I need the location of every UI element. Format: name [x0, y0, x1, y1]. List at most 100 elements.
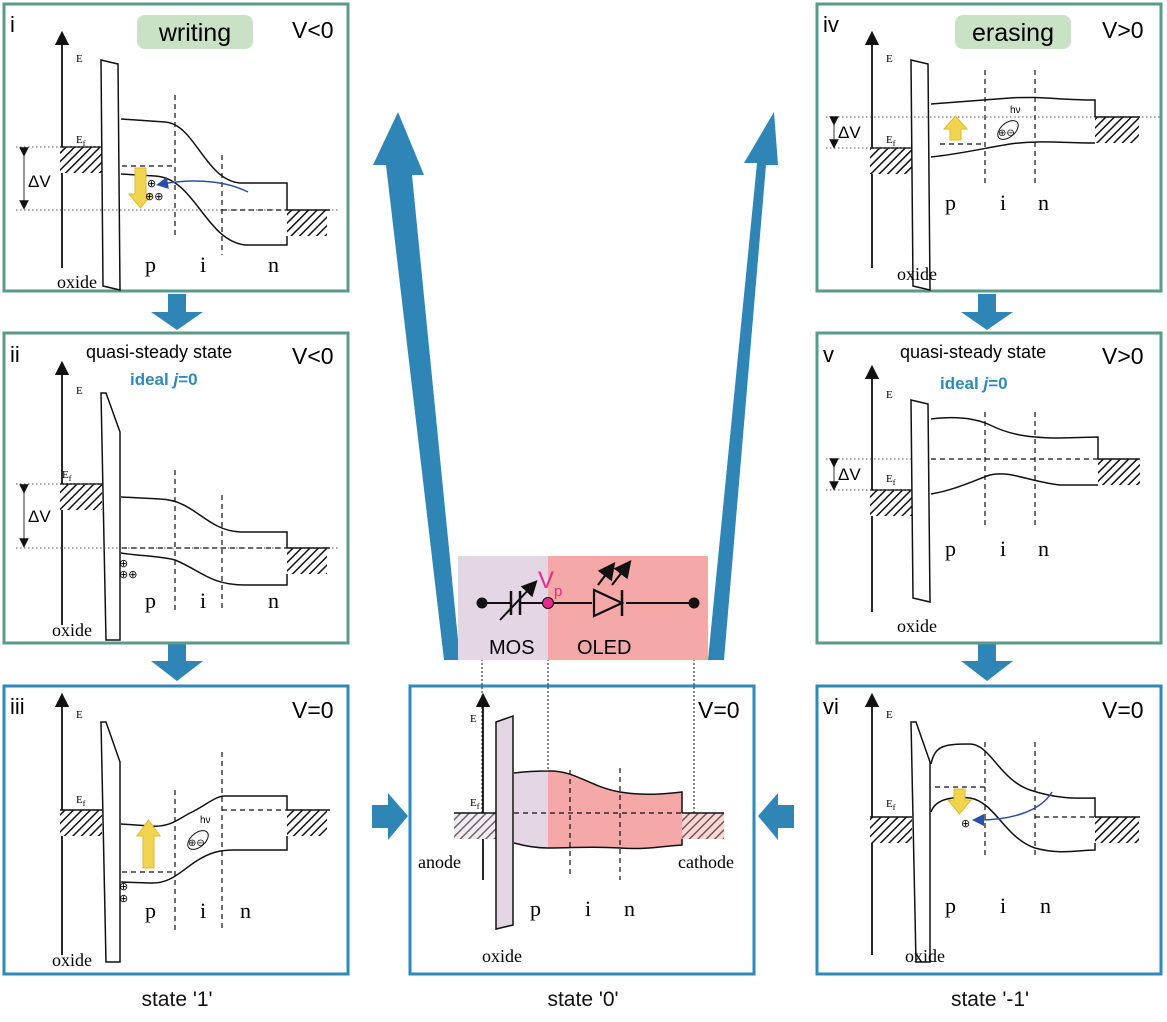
holes: ⊕ [147, 178, 156, 190]
erasing-label: erasing [972, 19, 1054, 47]
anode-node [476, 597, 488, 609]
conduction-band [120, 118, 288, 210]
metal-contact [870, 490, 912, 516]
holes: ⊕⊕ [119, 569, 137, 581]
down-arrow-iv-v [961, 294, 1013, 330]
cathode-contact [1095, 117, 1139, 143]
transition-arrows [151, 112, 1013, 840]
mos-region [458, 556, 548, 660]
oxide-layer [910, 721, 931, 963]
holes: ⊕ [119, 558, 128, 570]
light-emission-arrow [611, 560, 632, 586]
delta-v-label: ΔV [28, 507, 51, 526]
panel-title: quasi-steady state [900, 342, 1046, 362]
down-arrow-i-ii [151, 294, 203, 330]
photon-label: hν [200, 815, 211, 826]
n-region-label: n [1038, 190, 1049, 215]
metal-contact [60, 484, 102, 510]
p-region-label: p [530, 896, 541, 921]
energy-axis-label: E [76, 385, 83, 397]
right-arrow-iii-center [372, 793, 408, 840]
metal-contact [60, 810, 102, 836]
panel-vi: vi V=0 E Ef ⊕ p i n oxide [815, 684, 1163, 976]
conduction-band [930, 416, 1099, 459]
energy-axis-label: E [886, 389, 893, 401]
p-region-label: p [145, 898, 156, 923]
panel-v: v quasi-steady state V>0 ideal j=0 E Ef … [815, 331, 1163, 645]
energy-axis-label: E [886, 53, 893, 65]
valence-band [120, 836, 288, 884]
conduction-band [120, 496, 288, 548]
i-region-label: i [200, 252, 206, 277]
cathode-contact [287, 810, 327, 836]
oxide-label: oxide [52, 950, 92, 970]
oxide-label: oxide [905, 946, 945, 966]
panel-numeral: ii [10, 342, 20, 367]
cathode-contact [287, 210, 327, 236]
cathode-contact [1098, 459, 1140, 485]
cathode-contact [682, 813, 724, 839]
yellow-down-arrow [946, 788, 973, 815]
fermi-level-label: Ef [470, 797, 480, 811]
voltage-label: V<0 [292, 343, 334, 369]
anode-label: anode [418, 852, 461, 872]
down-arrow-ii-iii [151, 643, 203, 681]
oxide-label: oxide [897, 616, 937, 636]
valence-band [513, 839, 683, 850]
delta-v-label: ΔV [838, 123, 861, 142]
yellow-up-arrow [942, 115, 969, 141]
fermi-level-label: Ef [886, 134, 896, 148]
valence-band [930, 796, 1096, 853]
n-region-label: n [1038, 536, 1049, 561]
energy-axis-label: E [76, 53, 83, 65]
energy-axis-label: E [470, 713, 477, 725]
voltage-label: V<0 [292, 17, 334, 43]
left-arrow-vi-center [758, 793, 794, 840]
oxide-layer [100, 392, 121, 641]
photon-label: hν [1010, 105, 1021, 116]
writing-badge [137, 15, 253, 49]
panel-i: i writing V<0 E Ef ΔV ⊕ ⊕⊕ p i n oxide [2, 2, 350, 293]
p-region-label: p [945, 190, 956, 215]
caption-state-1: state '1' [141, 988, 213, 1011]
panel-center: V=0 E Ef anode cathode p i n oxide [408, 603, 756, 976]
erasing-badge [955, 15, 1071, 49]
metal-contact [870, 817, 912, 843]
fermi-level-label: Ef [62, 469, 72, 483]
mos-label: MOS [489, 637, 535, 659]
oxide-label: oxide [897, 264, 937, 284]
cathode-contact [1095, 817, 1139, 843]
caption-state-0: state '0' [547, 988, 619, 1011]
cathode-label: cathode [678, 852, 734, 872]
panel-title: quasi-steady state [86, 342, 232, 362]
svg-text:⊕⊖: ⊕⊖ [998, 128, 1015, 139]
up-left-arrow [373, 112, 460, 660]
down-arrow-v-vi [961, 643, 1013, 681]
p-region-label: p [145, 588, 156, 613]
oled-diode-symbol [592, 588, 625, 618]
voltage-label: V>0 [1102, 17, 1144, 43]
oxide-label: oxide [57, 272, 97, 292]
oled-label: OLED [577, 637, 631, 659]
panel-numeral: i [10, 12, 15, 37]
valence-band [930, 473, 1098, 495]
anode-contact [454, 813, 496, 839]
panel-numeral: iv [823, 12, 839, 37]
delta-v-label: ΔV [28, 172, 51, 191]
metal-contact [870, 148, 912, 174]
voltage-label: V=0 [292, 697, 334, 723]
delta-v-label: ΔV [838, 465, 861, 484]
hole-injection-arrow [972, 791, 1053, 826]
p-region-label: p [945, 893, 956, 918]
ideal-current-label: ideal j=0 [940, 374, 1008, 393]
semiconductor-band-oled [548, 770, 682, 849]
svg-text:⊕⊖: ⊕⊖ [188, 838, 205, 849]
oxide-layer [100, 721, 121, 963]
up-right-arrow [708, 112, 778, 660]
exciton [187, 830, 209, 850]
oxide-layer [100, 59, 121, 291]
n-region-label: n [240, 898, 251, 923]
valence-band [930, 141, 1096, 158]
circuit-schematic: Vp MOS OLED [458, 556, 708, 660]
